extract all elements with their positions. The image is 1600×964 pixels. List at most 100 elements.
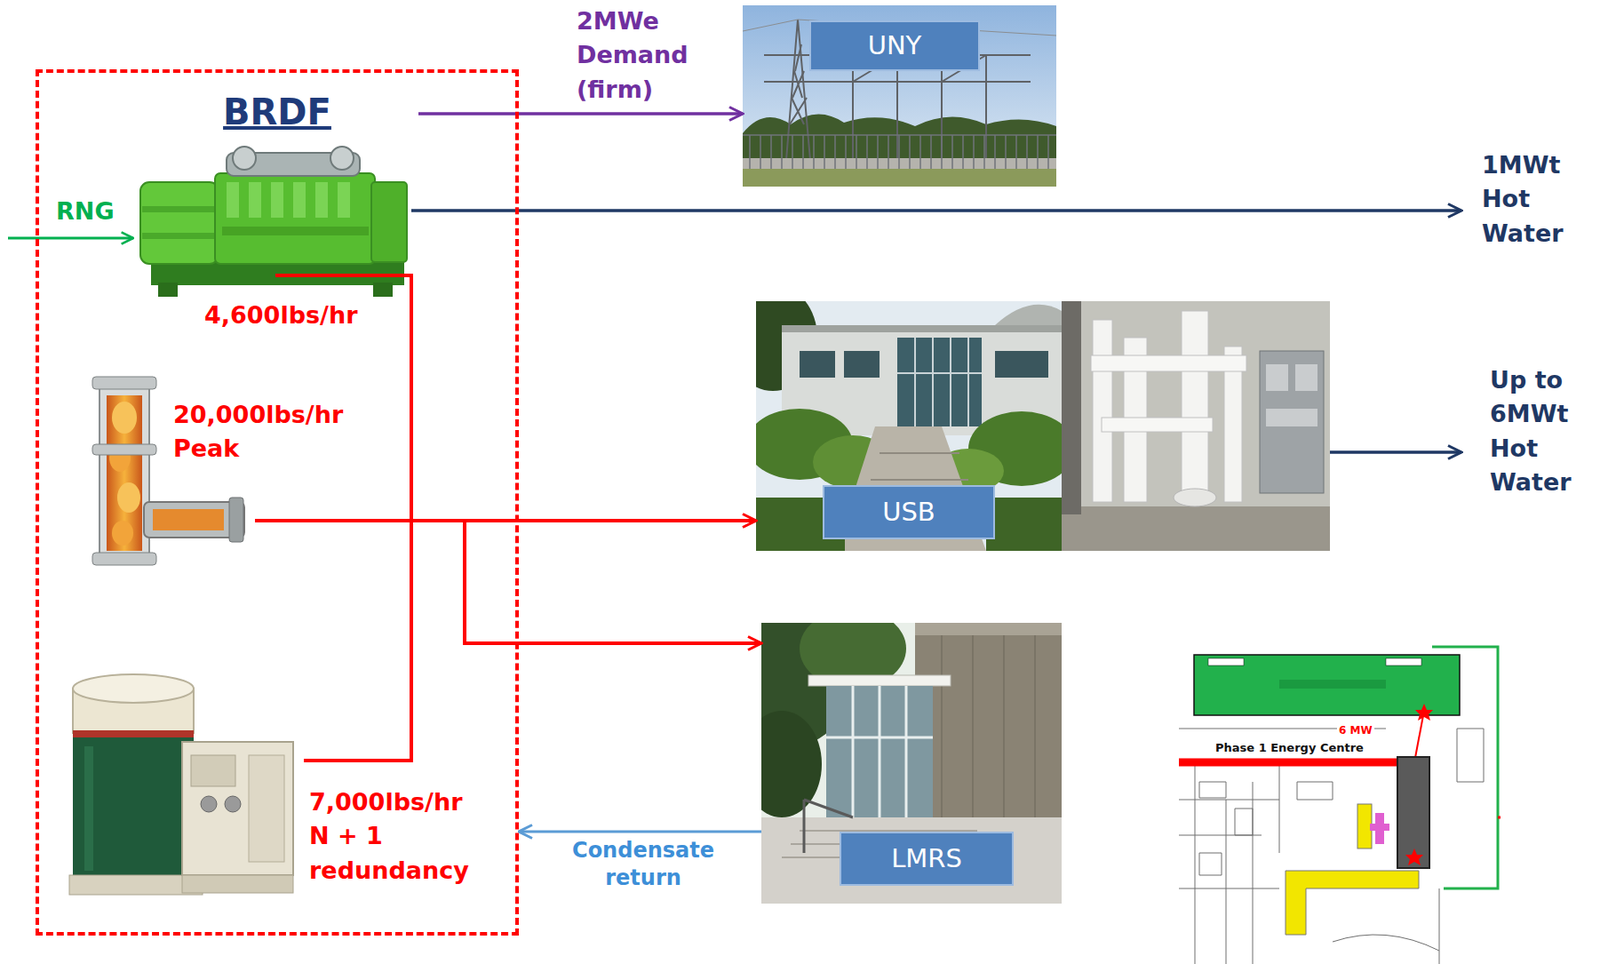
usb-building-photo: [995, 350, 1049, 378]
campus-map: [1415, 703, 1433, 721]
lmrs-building-photo: [761, 622, 1062, 904]
mechanical-room-photo: [1265, 408, 1318, 427]
steam-header: [254, 518, 519, 523]
gas-engine-generator: [232, 146, 256, 170]
lmrs-photo-panel: LMRS: [761, 622, 1062, 904]
gas-engine-generator: [371, 182, 407, 263]
site-label: USB: [822, 485, 996, 540]
gas-engine-generator: [214, 173, 375, 264]
substation-photo: [742, 5, 1057, 187]
gas-engine-generator: [337, 182, 351, 218]
gas-engine-generator: [330, 146, 354, 170]
lmrs-building-photo: [826, 685, 933, 820]
hot-water-arrows: [411, 208, 1462, 213]
substation-photo: [742, 5, 1057, 187]
edge-label: Condensate return: [572, 836, 715, 892]
steam-rate-label: 4,600lbs/hr: [204, 298, 358, 333]
peak-boiler: [111, 520, 134, 546]
mechanical-room-photo: [1173, 488, 1217, 507]
usb-building-photo: [897, 337, 982, 427]
usb-building-photo: [995, 304, 1062, 326]
campus-map: [1279, 679, 1386, 689]
steam-boiler: [224, 796, 241, 812]
peak-boiler: [92, 552, 157, 566]
usb-building-photo: [986, 497, 1062, 551]
gas-engine-generator: [293, 182, 306, 218]
campus-map: [1178, 728, 1386, 889]
condensate-arrow: [518, 830, 762, 834]
campus-map: [1194, 764, 1280, 964]
usb-building-photo: [897, 337, 982, 427]
lmrs-building-photo: [915, 622, 1062, 636]
mechanical-room-photo: [1092, 319, 1113, 502]
campus-map: [1497, 816, 1501, 820]
map-label: Phase 1 Energy Centre: [1213, 740, 1366, 756]
steam-boiler: [191, 755, 236, 787]
power-line-inner: [418, 113, 519, 115]
lmrs-building-photo: [941, 635, 1035, 832]
site-label: UNY: [809, 20, 980, 72]
mechanical-room-photo: [1265, 364, 1289, 391]
mechanical-room-photo: [1181, 310, 1209, 502]
hot-water-arrows: [1329, 450, 1462, 454]
gas-engine-generator: [373, 282, 393, 297]
lmrs-building-photo: [915, 622, 1062, 832]
gas-engine-generator: [270, 182, 284, 218]
mechanical-room-photo: [1090, 355, 1247, 372]
gas-engine-generator: [142, 206, 217, 213]
mechanical-room-photo: [1101, 417, 1213, 432]
lmrs-building-photo: [826, 685, 933, 820]
campus-map: [1194, 654, 1460, 716]
peak-boiler: [229, 497, 244, 542]
usb-building-photo: [781, 325, 1062, 333]
steam-rate-label: 20,000lbs/hr Peak: [173, 398, 343, 467]
steam-line: [518, 518, 757, 523]
steam-rate-label: 7,000lbs/hr N + 1 redundancy: [309, 785, 470, 888]
map-label: 6 MW: [1337, 724, 1375, 737]
campus-map: [1285, 870, 1419, 935]
campus-map: [1178, 728, 1484, 964]
campus-map: [1385, 658, 1422, 666]
hot-water-arrows: [411, 210, 1462, 453]
steam-boiler: [72, 674, 194, 703]
steam-header: [464, 520, 519, 644]
substation-photo: [742, 168, 1057, 187]
campus-map: [1405, 848, 1424, 866]
substation-photo: [742, 135, 1057, 171]
mechanical-room-photo: [1061, 506, 1330, 551]
campus-map: [1332, 888, 1440, 964]
uny-photo-panel: UNY: [742, 5, 1057, 187]
gas-engine-generator: [142, 232, 217, 239]
campus-map: [1397, 756, 1430, 868]
power-arrow: [518, 111, 743, 116]
substation-photo: [764, 19, 1031, 160]
peak-boiler: [111, 401, 137, 434]
rng-supply-arrow: [7, 238, 134, 239]
steam-boiler: [182, 741, 294, 876]
campus-map: [1369, 812, 1390, 844]
steam-header: [275, 275, 412, 761]
mechanical-room-photo: [1061, 301, 1330, 551]
mechanical-room-photo: [1259, 350, 1324, 494]
peak-boiler: [106, 395, 143, 551]
steam-boiler: [69, 674, 294, 895]
campus-map: [1178, 643, 1501, 964]
campus-map: [1208, 658, 1244, 666]
usb-building-photo: [756, 301, 1062, 551]
steam-boiler: [72, 730, 194, 877]
mechanical-room-photo: [1061, 301, 1330, 551]
mechanical-room-photo: [1061, 301, 1082, 515]
usb-building-photo: [799, 350, 836, 378]
rng-supply-arrow: [7, 237, 134, 240]
steam-boiler: [200, 796, 217, 812]
lmrs-building-photo: [761, 817, 1062, 904]
campus-map: [1357, 803, 1372, 849]
power-line-inner: [418, 111, 519, 116]
steam-boiler: [84, 746, 94, 871]
gas-engine-generator: [315, 182, 328, 218]
site-label: LMRS: [839, 831, 1014, 886]
gas-engine-generator: [140, 182, 219, 264]
peak-boiler: [117, 482, 141, 513]
